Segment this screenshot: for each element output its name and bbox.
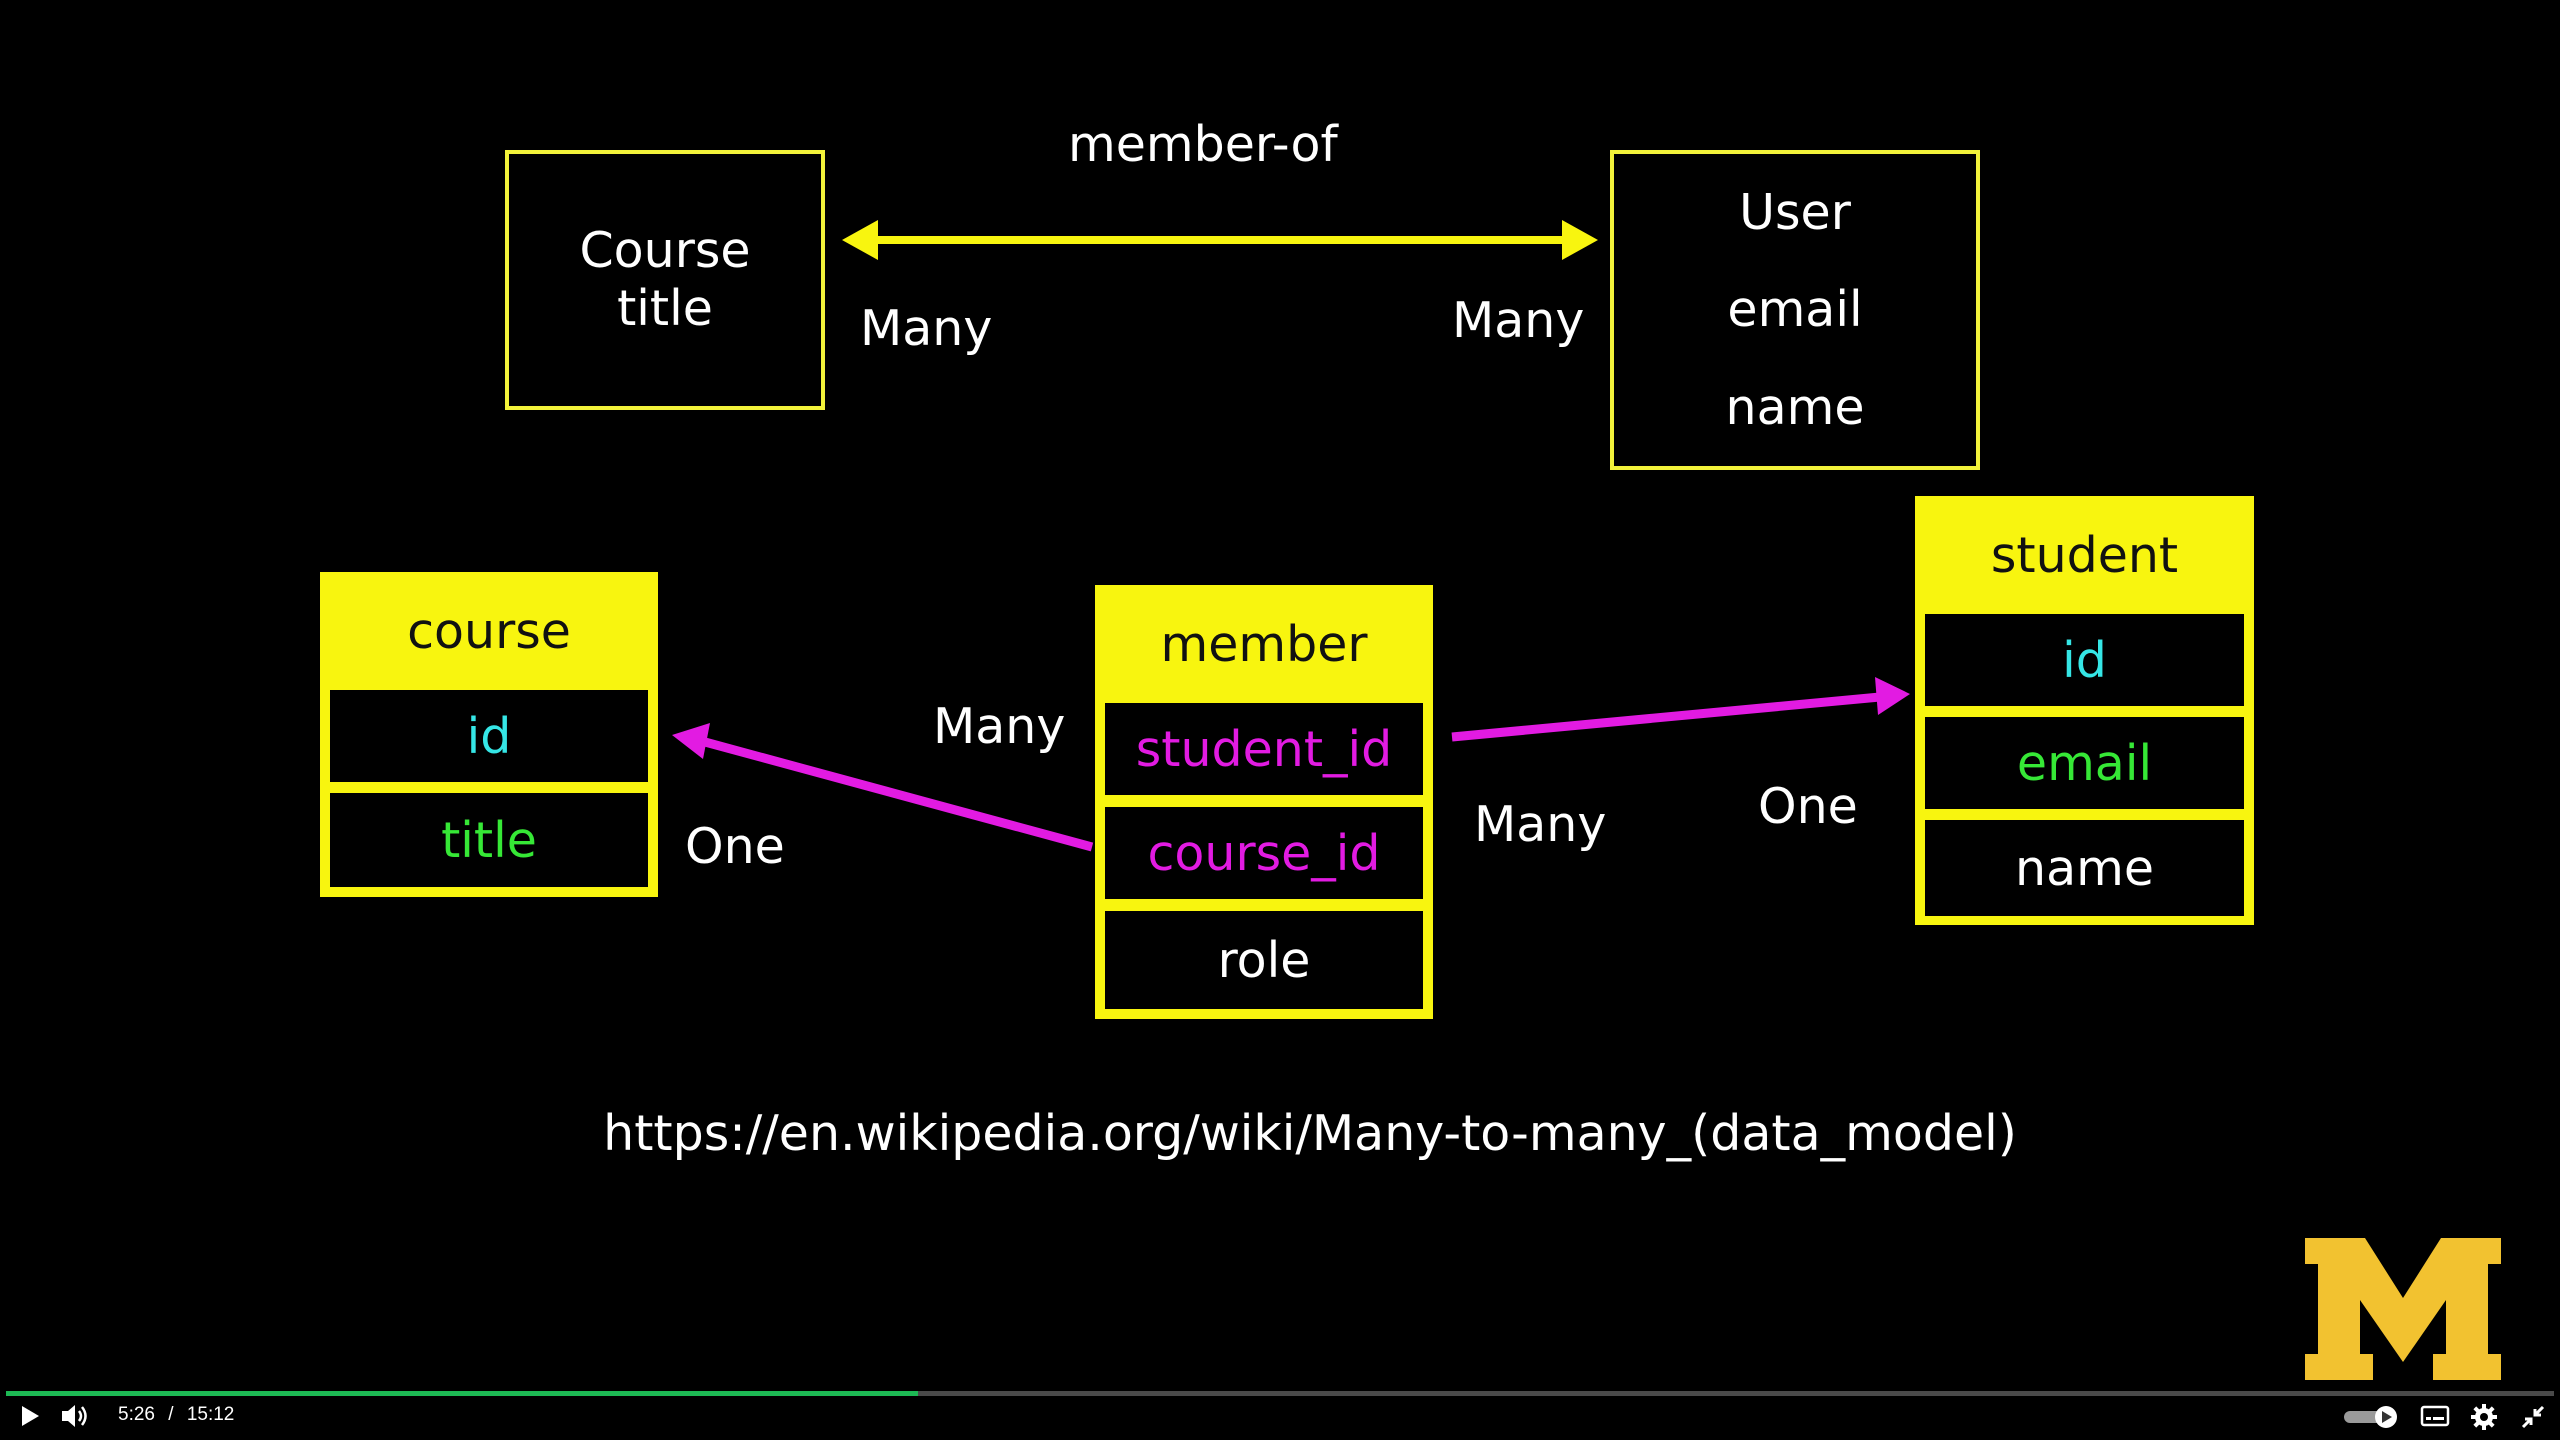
duration: 15:12	[186, 1404, 235, 1425]
course-link-one-label: One	[685, 818, 785, 875]
user-entity-name: User	[1739, 184, 1851, 242]
course-entity-attr: title	[617, 280, 713, 337]
user-entity-attr-email: email	[1727, 281, 1863, 339]
student-id-arrow	[1451, 677, 1910, 742]
student-link-many-label: Many	[1474, 796, 1607, 853]
course-link-many-label: Many	[933, 698, 1066, 755]
member-table: member student_id course_id role	[1095, 585, 1433, 1019]
exit-fullscreen-icon[interactable]	[2520, 1404, 2546, 1430]
member-field-role: role	[1105, 911, 1423, 1009]
slide: Course title User email name member-of M…	[320, 116, 2501, 1380]
student-field-email: email	[1925, 717, 2244, 809]
course-entity-box: Course title	[505, 150, 825, 410]
course-field-id: id	[330, 690, 648, 782]
member-field-student-id: student_id	[1105, 703, 1423, 795]
course-id-arrow	[672, 723, 1094, 852]
student-table: student id email name	[1915, 496, 2254, 925]
current-time: 5:26	[118, 1404, 155, 1425]
relationship-label: member-of	[1068, 116, 1338, 173]
member-table-header: member	[1160, 615, 1368, 673]
member-field-course-id: course_id	[1105, 807, 1423, 899]
user-entity-box: User email name	[1610, 150, 1980, 470]
student-field-id: id	[1925, 614, 2244, 706]
time-separator: /	[168, 1404, 174, 1425]
time-display: 5:26 / 15:12	[118, 1404, 234, 1426]
captions-icon[interactable]	[2420, 1404, 2450, 1428]
course-table-header: course	[407, 602, 571, 660]
course-table: course id title	[320, 572, 658, 897]
progress-played	[6, 1391, 919, 1396]
er-left-cardinality: Many	[860, 300, 993, 357]
student-field-name: name	[1925, 820, 2244, 916]
settings-icon[interactable]	[2470, 1403, 2498, 1431]
university-logo	[2305, 1238, 2501, 1380]
relationship-arrows	[672, 220, 1910, 852]
player-controls	[0, 1390, 2560, 1440]
course-entity-name: Course	[579, 222, 751, 279]
progress-bar[interactable]	[6, 1391, 2554, 1396]
student-link-one-label: One	[1758, 778, 1858, 835]
student-table-header: student	[1990, 526, 2179, 584]
reference-url: https://en.wikipedia.org/wiki/Many-to-ma…	[603, 1105, 2017, 1162]
autoplay-toggle[interactable]	[2342, 1404, 2400, 1430]
er-right-cardinality: Many	[1452, 292, 1585, 349]
member-of-arrow	[842, 220, 1598, 260]
play-icon[interactable]	[18, 1404, 42, 1428]
course-field-title: title	[330, 793, 648, 887]
user-entity-attr-name: name	[1725, 378, 1865, 436]
volume-icon[interactable]	[60, 1403, 90, 1429]
